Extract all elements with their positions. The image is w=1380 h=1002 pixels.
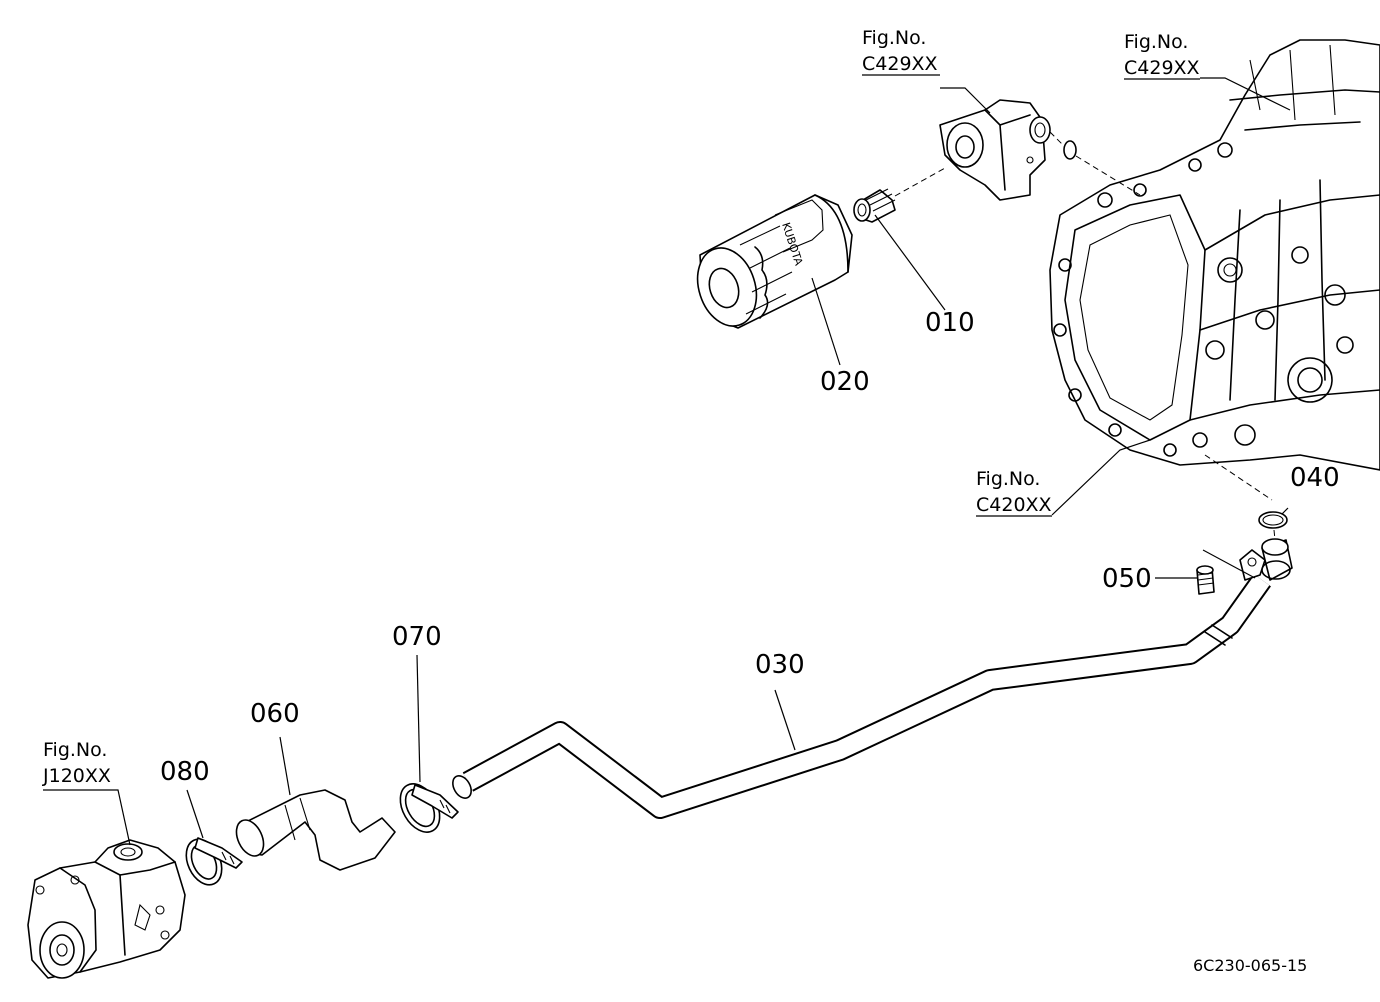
part-050-plug: [1196, 565, 1215, 595]
filter-base: [939, 99, 1051, 201]
part-060-hose: [235, 789, 396, 871]
fig-ref-pump-line2: J120XX: [42, 765, 111, 787]
fig-ref-pump-line1: Fig.No.: [43, 739, 107, 761]
fig-ref-filter-base-line2: C429XX: [862, 53, 938, 75]
fig-ref-transmission-case-line2: C420XX: [976, 494, 1052, 516]
part-030-pipe: [452, 538, 1293, 819]
assembly-line-nipple: [894, 167, 946, 197]
plug-leader-bracket: [1202, 549, 1256, 579]
part-010-nipple: [853, 188, 896, 223]
part-label-030: 030: [755, 650, 805, 680]
drawing-code: 6C230-065-15: [1193, 956, 1307, 975]
hydraulic-pump: [27, 839, 186, 979]
part-label-020: 020: [820, 367, 870, 397]
fig-ref-transmission-top-line1: Fig.No.: [1124, 31, 1188, 53]
part-label-070: 070: [392, 622, 442, 652]
fig-ref-transmission-top-line2: C429XX: [1124, 57, 1200, 79]
leader-lines: [43, 77, 1291, 846]
part-label-060: 060: [250, 699, 300, 729]
part-040-o-ring: [1258, 511, 1288, 529]
o-ring-filter-base: [1063, 140, 1077, 160]
assembly-line-base: [1049, 131, 1141, 196]
assembly-line-o-ring: [1204, 454, 1276, 541]
part-label-050: 050: [1102, 564, 1152, 594]
part-020-oil-filter: KUBOTA: [696, 194, 853, 329]
part-070-hose-clamp: [399, 783, 459, 833]
fig-ref-transmission-case-line1: Fig.No.: [976, 468, 1040, 490]
part-label-040: 040: [1290, 463, 1340, 493]
part-label-010: 010: [925, 308, 975, 338]
fig-ref-filter-base-line1: Fig.No.: [862, 27, 926, 49]
part-080-hose-clamp: [185, 837, 243, 886]
part-label-080: 080: [160, 757, 210, 787]
transmission-case: [1049, 39, 1380, 471]
